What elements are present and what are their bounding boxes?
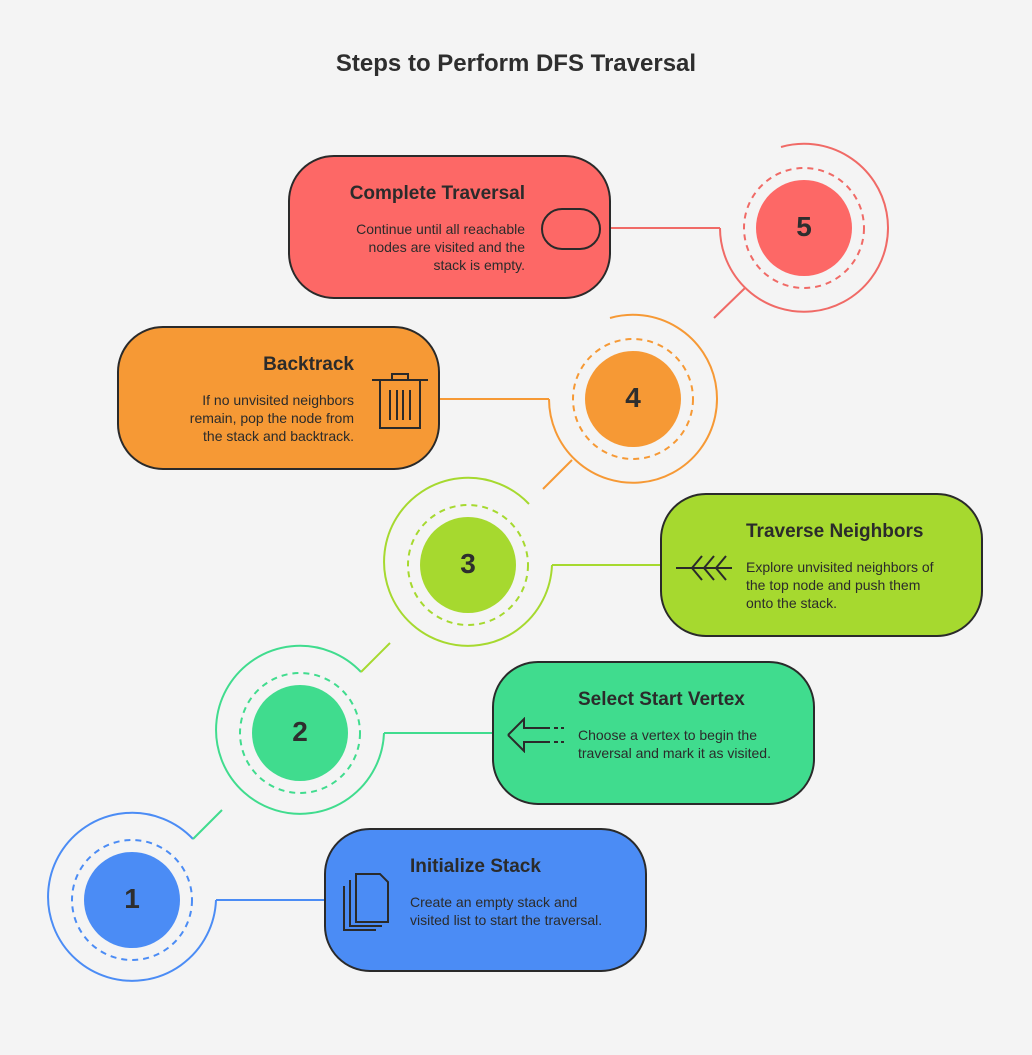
documents-stack-icon — [343, 873, 389, 931]
step-5-card: Complete Traversal Continue until all re… — [288, 155, 611, 299]
step-5-number: 5 — [796, 211, 812, 242]
fletching-arrow-icon — [676, 555, 732, 581]
step-1-title: Initialize Stack — [410, 856, 541, 877]
step-1-card: Initialize Stack Create an empty stack a… — [324, 828, 647, 972]
step-2-number: 2 — [292, 716, 308, 747]
step-2-to-3-link — [360, 642, 391, 673]
step-2-node — [252, 685, 348, 781]
step-3-number: 3 — [460, 548, 476, 579]
arrow-left-icon — [507, 717, 564, 753]
step-5-ring-group — [611, 142, 889, 313]
step-2-title: Select Start Vertex — [578, 689, 745, 710]
step-3-dashed-ring — [407, 504, 529, 626]
step-2-outer-ring — [215, 644, 385, 815]
step-5-title: Complete Traversal — [349, 183, 525, 204]
step-4-node — [585, 351, 681, 447]
step-5-description: Continue until all reachable nodes are v… — [356, 221, 525, 273]
step-3-card: Traverse Neighbors Explore unvisited nei… — [660, 493, 983, 637]
step-4-to-5-link — [713, 287, 746, 319]
step-3-ring-group — [383, 459, 661, 647]
step-2-description: Choose a vertex to begin the traversal a… — [578, 727, 771, 761]
step-2-card: Select Start Vertex Choose a vertex to b… — [492, 661, 815, 805]
step-1-node — [84, 852, 180, 948]
step-1-number: 1 — [124, 883, 140, 914]
step-1-ring-group — [47, 809, 325, 982]
step-4-title: Backtrack — [263, 354, 354, 375]
step-4-outer-ring — [548, 313, 718, 484]
trash-icon — [372, 373, 428, 429]
step-4-number: 4 — [625, 382, 641, 413]
step-3-title: Traverse Neighbors — [746, 521, 924, 542]
page-title: Steps to Perform DFS Traversal — [335, 50, 697, 77]
step-1-outer-ring — [47, 811, 217, 982]
step-4-description: If no unvisited neighbors remain, pop th… — [189, 392, 354, 444]
step-4-card: Backtrack If no unvisited neighbors rema… — [117, 326, 440, 470]
step-5-outer-ring — [719, 142, 889, 313]
step-3-node — [420, 517, 516, 613]
step-5-dashed-ring — [743, 167, 865, 289]
step-3-description: Explore unvisited neighbors of the top n… — [746, 559, 934, 611]
step-1-description: Create an empty stack and visited list t… — [410, 894, 603, 928]
step-4-ring-group — [440, 287, 746, 484]
step-3-to-4-link — [542, 459, 573, 490]
step-2-ring-group — [215, 642, 493, 815]
step-5-node — [756, 180, 852, 276]
step-1-dashed-ring — [71, 839, 193, 961]
toggle-pill-icon — [541, 208, 601, 250]
step-2-dashed-ring — [239, 672, 361, 794]
step-1-to-2-link — [192, 809, 223, 840]
step-3-outer-ring — [383, 476, 553, 647]
step-4-dashed-ring — [572, 338, 694, 460]
